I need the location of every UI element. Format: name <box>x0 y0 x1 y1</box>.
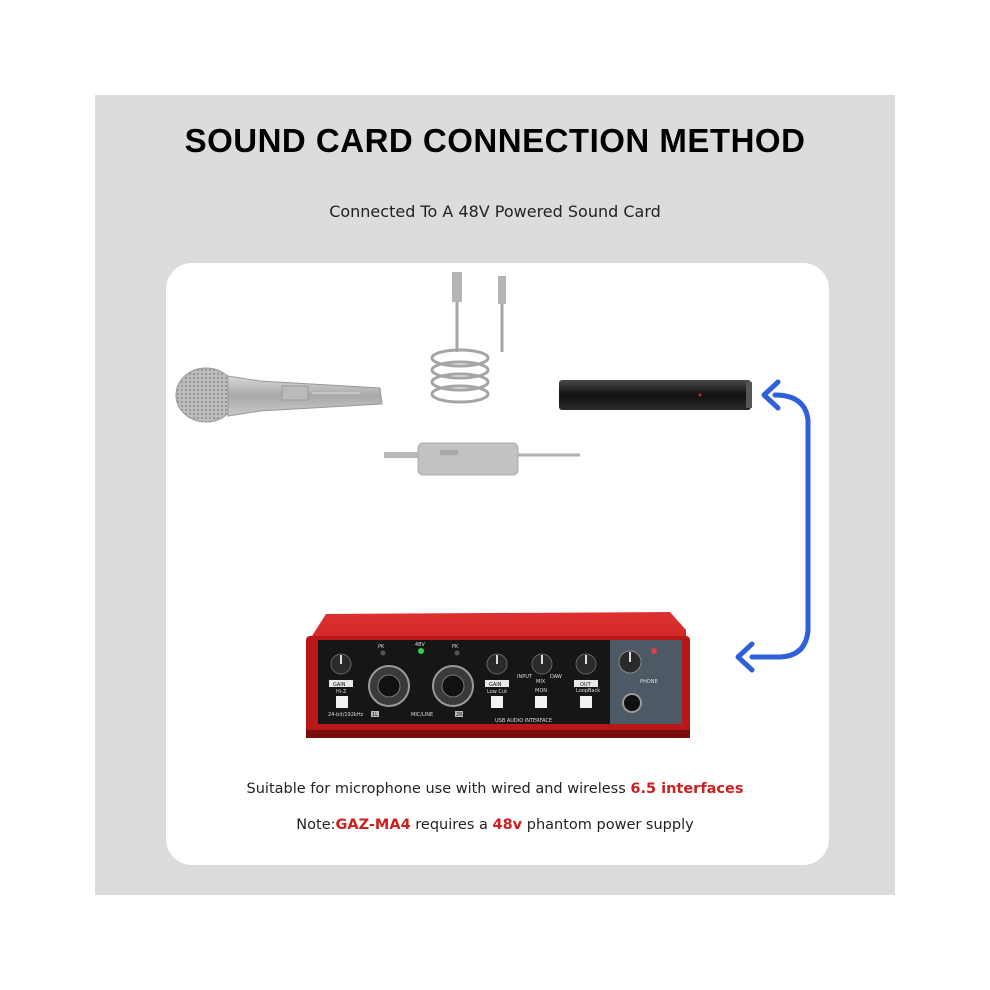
handheld-microphone <box>175 367 383 423</box>
connection-arrow <box>735 379 811 673</box>
power-note-suffix: phantom power supply <box>522 817 694 833</box>
mix-label: MIX <box>536 679 546 685</box>
micline-label: MIC/LINE <box>411 712 433 718</box>
compatibility-text: Suitable for microphone use with wired a… <box>246 781 631 797</box>
mon-label: MON <box>535 688 547 694</box>
compatibility-note: Suitable for microphone use with wired a… <box>0 781 990 797</box>
model-highlight: GAZ-MA4 <box>335 817 411 833</box>
hiz-label: Hi-Z <box>336 689 347 695</box>
input-label: INPUT <box>517 674 533 680</box>
gain2-label: GAIN <box>489 682 502 688</box>
voltage-highlight: 48v <box>492 817 523 833</box>
interface-highlight: 6.5 interfaces <box>630 781 744 797</box>
xlr-cable <box>430 272 506 404</box>
usb-label: USB AUDIO INTERFACE <box>495 718 552 724</box>
page-subtitle: Connected To A 48V Powered Sound Card <box>329 202 661 221</box>
ch1-label: 1L <box>372 712 378 718</box>
out-label: OUT <box>580 682 592 688</box>
phone-label: PHONE <box>640 679 658 685</box>
power-note: Note:GAZ-MA4 requires a 48v phantom powe… <box>0 817 990 833</box>
bitrate-label: 24-bit/192kHz <box>328 712 364 718</box>
phantom-adapter <box>559 380 752 410</box>
power-note-prefix: Note: <box>296 817 336 833</box>
wireless-receiver <box>384 442 580 476</box>
gain1-label: GAIN <box>333 682 346 688</box>
ch2-label: 2R <box>456 712 463 718</box>
led-48v-label: 48V <box>415 642 425 648</box>
pk-right-label: PK <box>452 644 459 650</box>
pk-left-label: PK <box>378 644 385 650</box>
power-note-mid: requires a <box>410 817 493 833</box>
page-title: SOUND CARD CONNECTION METHOD <box>184 122 806 159</box>
loopback-label: LoopBack <box>576 688 600 694</box>
audio-interface: PK 48V PK GAIN Hi-Z GAIN Low Cut MIX INP… <box>306 612 690 738</box>
lowcut-label: Low Cut <box>487 689 507 695</box>
content-card <box>166 263 829 865</box>
daw-label: DAW <box>550 674 562 680</box>
